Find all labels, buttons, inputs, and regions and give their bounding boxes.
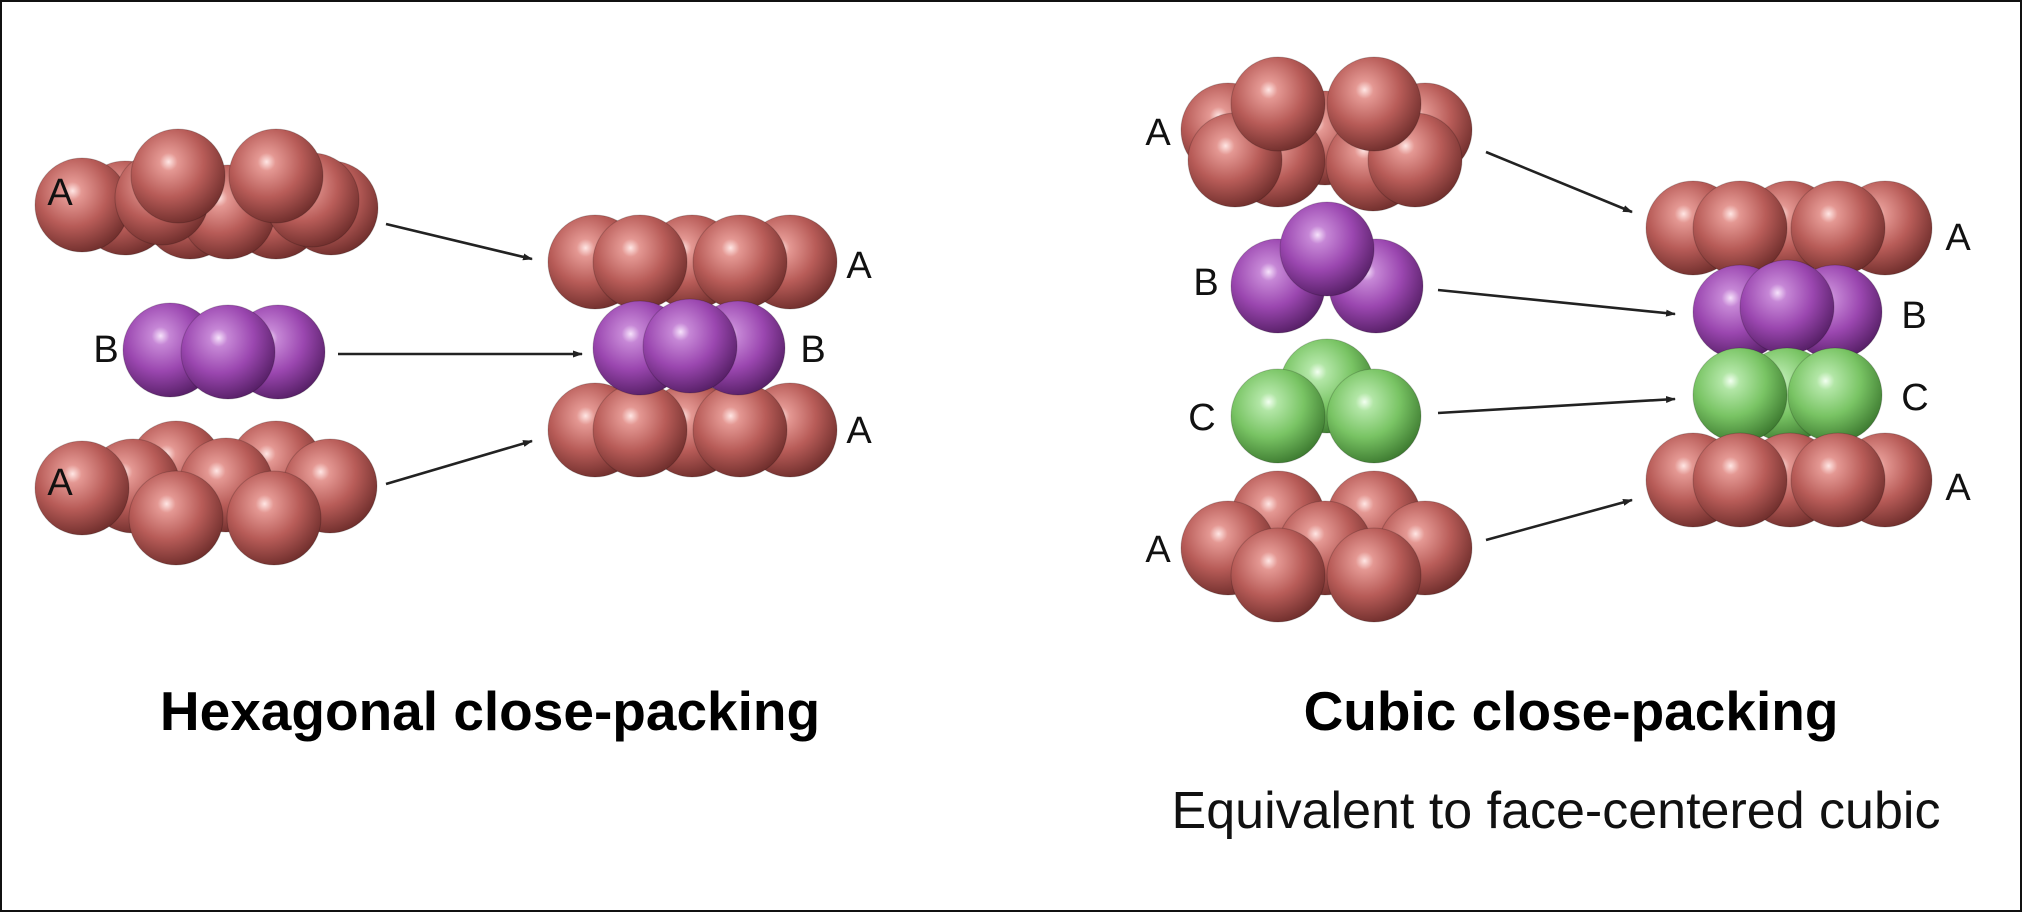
arrow-hcp-top <box>385 222 533 261</box>
ccp-stack-a-top-sphere <box>1790 180 1886 276</box>
ccp-left-label-c: C <box>1188 397 1215 439</box>
hcp-layer-a-top <box>34 128 379 260</box>
ccp-stack-b-sphere <box>1739 259 1835 355</box>
hcp-stack-a-top-sphere <box>692 214 788 310</box>
sphere-layers <box>34 56 1933 623</box>
arrow-hcp-bottom <box>385 439 533 486</box>
ccp-layer-c-sphere <box>1230 368 1326 464</box>
ccp-left-label-a-top: A <box>1145 112 1171 154</box>
hcp-layer-a-bottom <box>34 420 378 566</box>
ccp-layer-a-top-sphere <box>1230 56 1326 152</box>
hcp-layer-a-bottom-sphere <box>128 470 224 566</box>
ccp-left-label-a-bottom: A <box>1145 529 1171 571</box>
hexagonal-arrows <box>338 222 583 486</box>
cubic-arrows <box>1437 150 1676 542</box>
ccp-stack-label-a-bottom: A <box>1945 467 1971 509</box>
hcp-layer-a-bottom-sphere <box>226 470 322 566</box>
hcp-left-label-a-top: A <box>47 172 73 214</box>
ccp-layer-a-top-sphere <box>1326 56 1422 152</box>
ccp-stack-label-a-top: A <box>1945 217 1971 259</box>
ccp-stack-a-bottom-sphere <box>1692 432 1788 528</box>
hexagonal-stack-labels: A B A <box>800 245 872 452</box>
hcp-stack-label-a-top: A <box>846 245 872 287</box>
ccp-layer-b-sphere <box>1279 201 1375 297</box>
hcp-layer-b-sphere <box>180 304 276 400</box>
hcp-layer-a-bottom-sphere <box>34 440 130 536</box>
hcp-left-label-b: B <box>93 329 118 371</box>
ccp-stack-a-top <box>1645 180 1933 276</box>
ccp-stack-a-bottom <box>1645 432 1933 528</box>
arrow-ccp-a-bottom <box>1485 498 1633 542</box>
hcp-layer-a-top-sphere <box>228 128 324 224</box>
hexagonal-title: Hexagonal close-packing <box>160 680 820 742</box>
ccp-layer-a-bottom <box>1180 470 1473 623</box>
arrow-ccp-a-top <box>1485 150 1633 214</box>
ccp-layer-a-bottom-sphere <box>1326 527 1422 623</box>
hcp-stack-a-top <box>547 214 838 310</box>
ccp-stack-a-bottom-sphere <box>1790 432 1886 528</box>
ccp-layer-c <box>1230 338 1422 464</box>
ccp-stack-c <box>1692 347 1883 443</box>
ccp-layer-a-top <box>1180 56 1473 212</box>
hcp-stack-a-top-sphere <box>592 214 688 310</box>
cubic-title: Cubic close-packing <box>1304 680 1839 742</box>
ccp-layer-b <box>1230 201 1424 334</box>
arrow-ccp-c <box>1437 396 1676 415</box>
hcp-stack-a-bottom <box>547 382 838 478</box>
hcp-left-label-a-bottom: A <box>47 462 73 504</box>
hcp-stack-a-bottom-sphere <box>692 382 788 478</box>
hcp-stack-label-a-bottom: A <box>846 410 872 452</box>
ccp-stack-b <box>1692 259 1883 360</box>
ccp-stack-c-sphere <box>1692 347 1788 443</box>
ccp-stack-label-b: B <box>1901 295 1926 337</box>
hcp-stack-label-b: B <box>800 329 825 371</box>
ccp-layer-c-sphere <box>1326 368 1422 464</box>
cubic-stack-labels: A B C A <box>1901 217 1971 509</box>
hcp-layer-a-top-sphere <box>130 128 226 224</box>
ccp-layer-a-bottom-sphere <box>1230 527 1326 623</box>
hcp-stack-b <box>592 298 786 396</box>
ccp-left-label-b: B <box>1193 262 1218 304</box>
hcp-stack-b-sphere <box>642 298 738 394</box>
ccp-stack-a-top-sphere <box>1692 180 1788 276</box>
hcp-stack-a-bottom-sphere <box>592 382 688 478</box>
arrow-ccp-b <box>1437 288 1676 317</box>
hcp-layer-b <box>122 302 326 400</box>
ccp-stack-c-sphere <box>1787 347 1883 443</box>
cubic-left-labels: A B C A <box>1145 112 1218 571</box>
ccp-stack-label-c: C <box>1901 377 1928 419</box>
hexagonal-left-labels: A B A <box>47 172 118 504</box>
cubic-subtitle: Equivalent to face-centered cubic <box>1172 782 1941 840</box>
